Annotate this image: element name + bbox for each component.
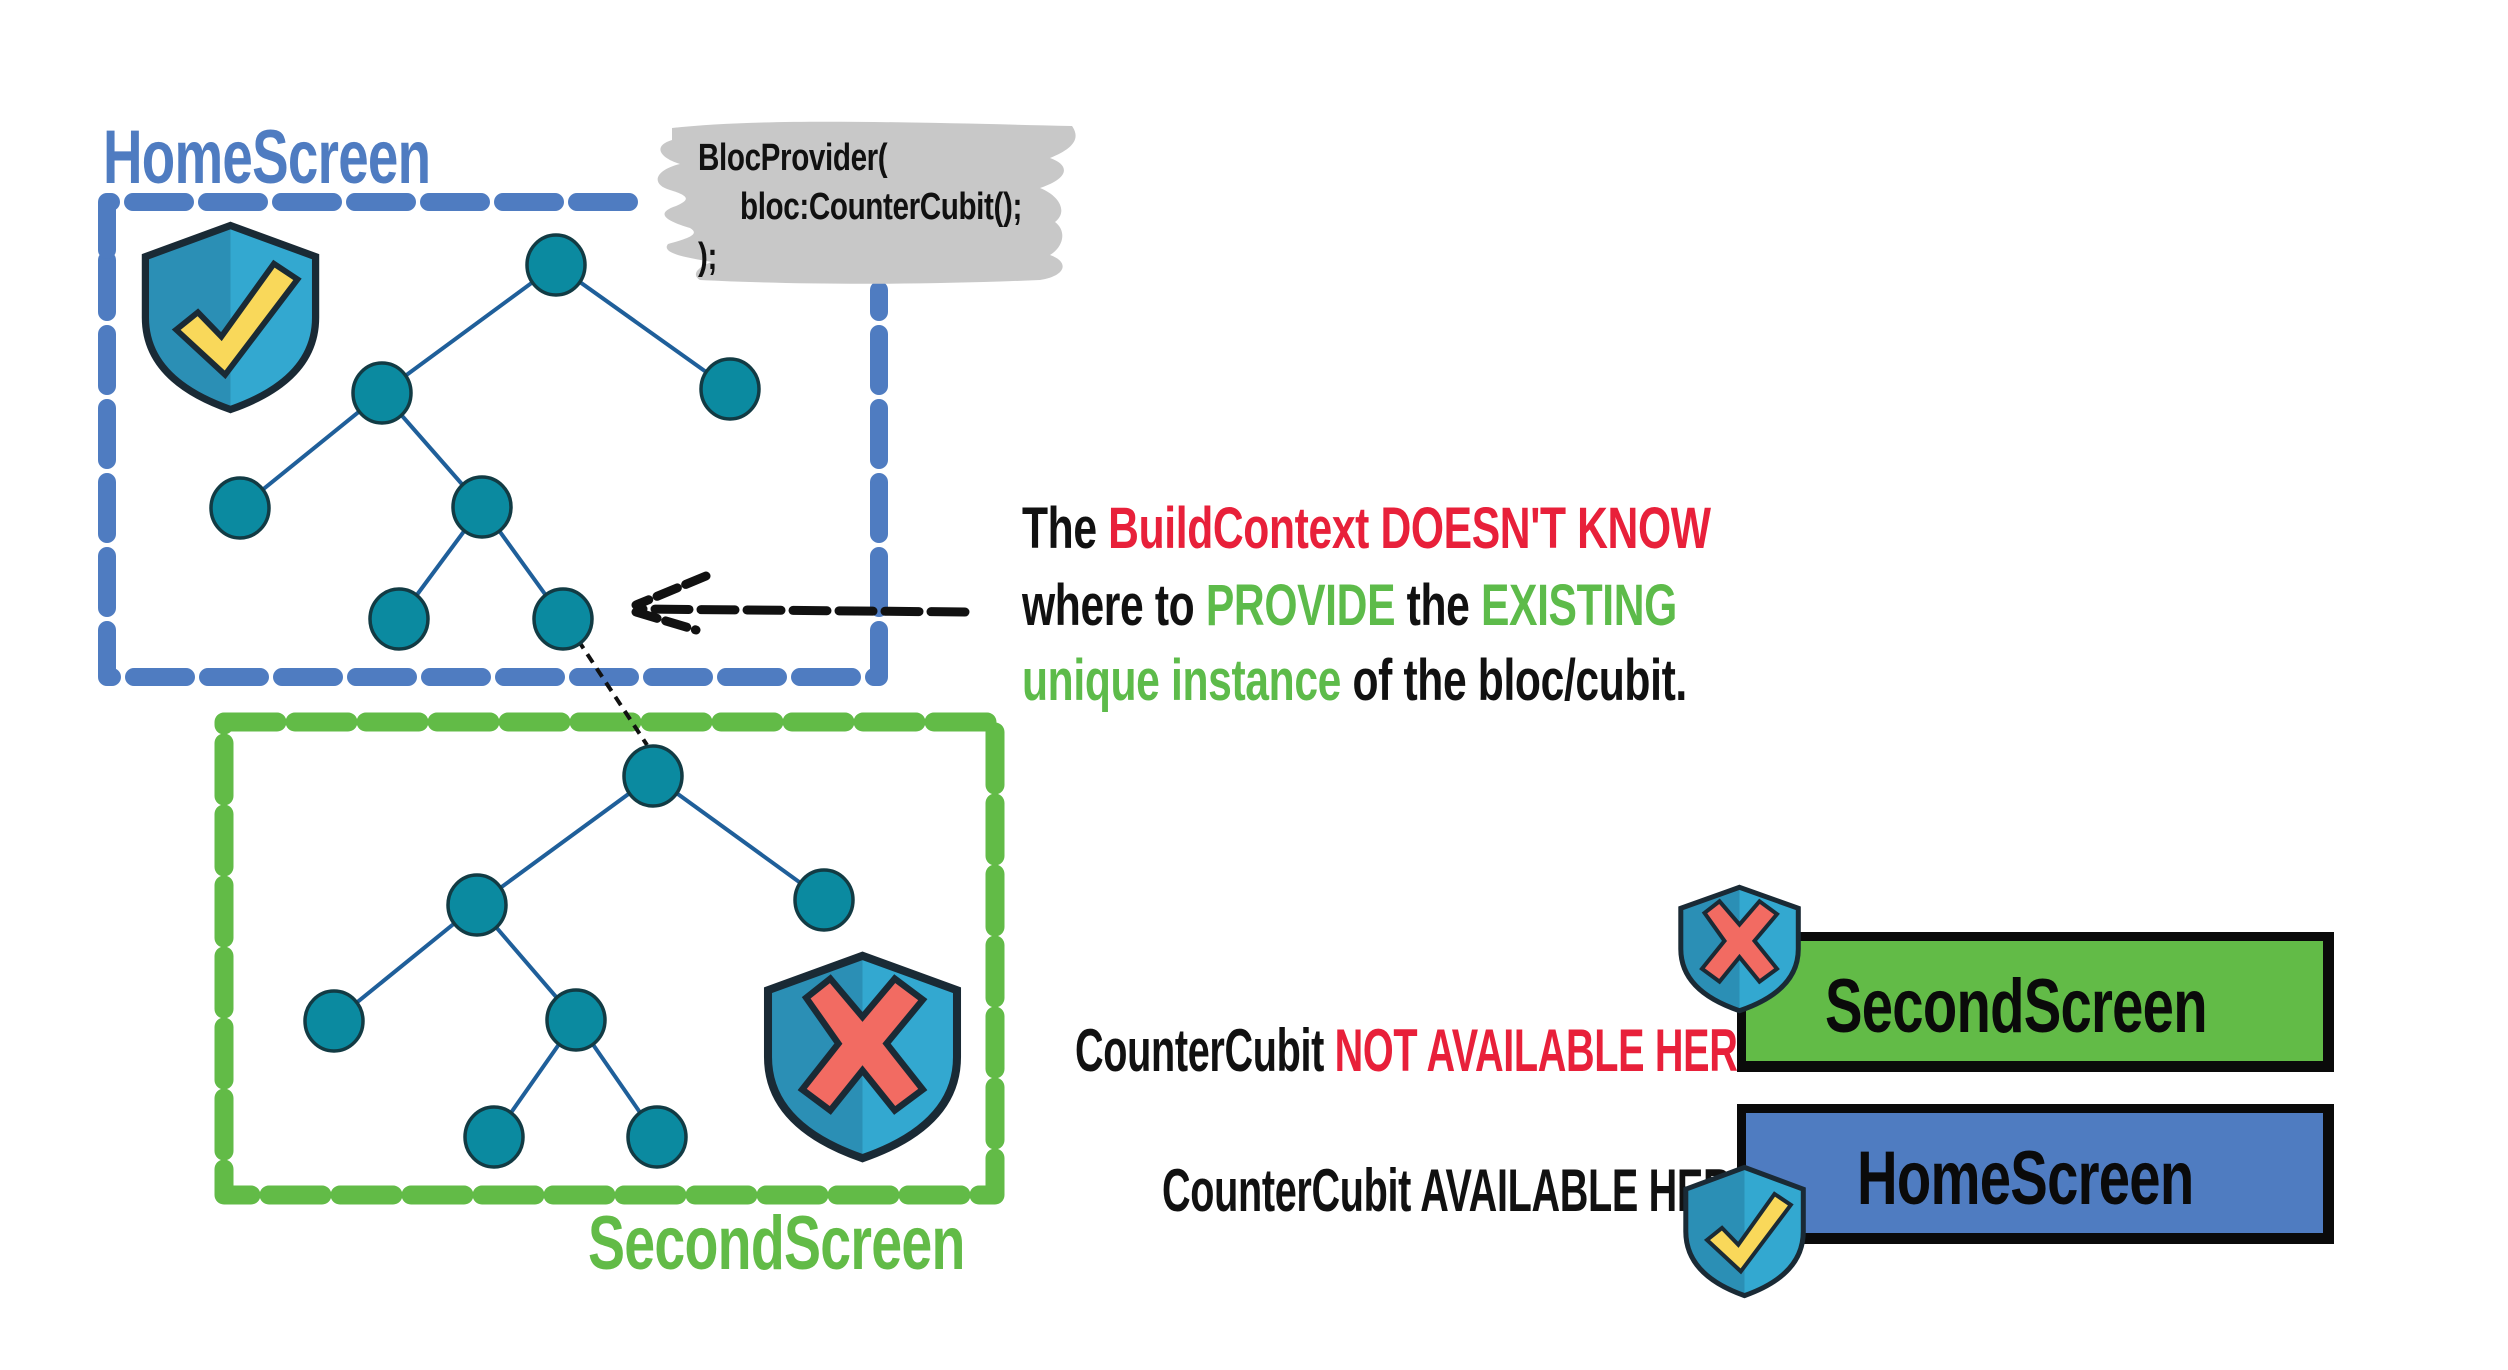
home-screen-label: HomeScreen bbox=[103, 115, 431, 200]
home-widget-tree bbox=[209, 233, 761, 651]
tree-node bbox=[545, 988, 607, 1052]
availability-status: AVAILABLE HERE bbox=[1420, 1157, 1758, 1224]
tree-node bbox=[699, 357, 761, 421]
availability-status: NOT AVAILABLE HERE bbox=[1334, 1017, 1764, 1084]
availability-label-home: CounterCubit AVAILABLE HERE bbox=[1162, 1161, 1758, 1221]
home-screen-bar: HomeScreen bbox=[1737, 1104, 2334, 1244]
tree-node bbox=[463, 1105, 525, 1169]
shield-outline bbox=[763, 951, 962, 1163]
tree-node bbox=[793, 868, 855, 932]
tree-node bbox=[626, 1105, 688, 1169]
explanation-fragment: where to bbox=[1022, 573, 1206, 638]
tree-node bbox=[368, 587, 430, 651]
shield-check-icon bbox=[141, 221, 320, 414]
explanation-highlight: BuildContext DOESN'T KNOW bbox=[1108, 496, 1711, 561]
tree-edge bbox=[475, 774, 655, 907]
home-screen-boundary bbox=[98, 193, 888, 686]
second-screen-boundary bbox=[214, 712, 1005, 1205]
second-widget-tree bbox=[303, 744, 855, 1169]
dashed-arrow-left-icon bbox=[631, 571, 970, 635]
tree-edge bbox=[554, 263, 732, 391]
tree-node bbox=[622, 744, 684, 808]
explanation-line-2: where to PROVIDE the EXISTING bbox=[1022, 577, 1677, 635]
explanation-fragment: of the bloc/cubit. bbox=[1341, 648, 1687, 713]
second-screen-label: SecondScreen bbox=[588, 1201, 965, 1286]
cross-mark bbox=[797, 974, 928, 1115]
tree-node bbox=[525, 233, 587, 297]
second-screen-bar: SecondScreen bbox=[1737, 932, 2334, 1072]
explanation-line-3: unique instance of the bloc/cubit. bbox=[1022, 652, 1687, 710]
explanation-highlight: PROVIDE bbox=[1205, 573, 1396, 638]
availability-prefix: CounterCubit bbox=[1162, 1157, 1421, 1224]
tree-edge bbox=[651, 774, 826, 902]
tree-node bbox=[303, 989, 365, 1053]
tree-node bbox=[209, 476, 271, 540]
explanation-fragment: The bbox=[1022, 496, 1109, 561]
home-screen-bar-label: HomeScreen bbox=[1857, 1136, 2194, 1221]
tree-node bbox=[532, 587, 594, 651]
availability-label-second: CounterCubit NOT AVAILABLE HERE bbox=[1075, 1021, 1764, 1081]
shield-cross-icon bbox=[763, 951, 962, 1163]
code-line: BlocProvider( bbox=[698, 137, 888, 179]
code-line: ); bbox=[698, 236, 717, 278]
check-mark bbox=[171, 259, 302, 380]
tree-edge bbox=[380, 263, 558, 395]
tree-node bbox=[451, 475, 513, 539]
explanation-fragment: the bbox=[1395, 573, 1481, 638]
availability-prefix: CounterCubit bbox=[1075, 1017, 1335, 1084]
tree-node bbox=[351, 361, 413, 425]
code-snippet-background bbox=[657, 121, 1076, 284]
second-screen-bar-label: SecondScreen bbox=[1825, 964, 2208, 1049]
explanation-highlight: unique instance bbox=[1022, 648, 1342, 713]
shield-outline bbox=[141, 221, 320, 414]
explanation-highlight: EXISTING bbox=[1480, 573, 1677, 638]
code-line: bloc:CounterCubit(); bbox=[740, 186, 1022, 228]
tree-node bbox=[446, 873, 508, 937]
tree-connector-dotted bbox=[576, 638, 649, 747]
explanation-line-1: The BuildContext DOESN'T KNOW bbox=[1022, 500, 1711, 558]
